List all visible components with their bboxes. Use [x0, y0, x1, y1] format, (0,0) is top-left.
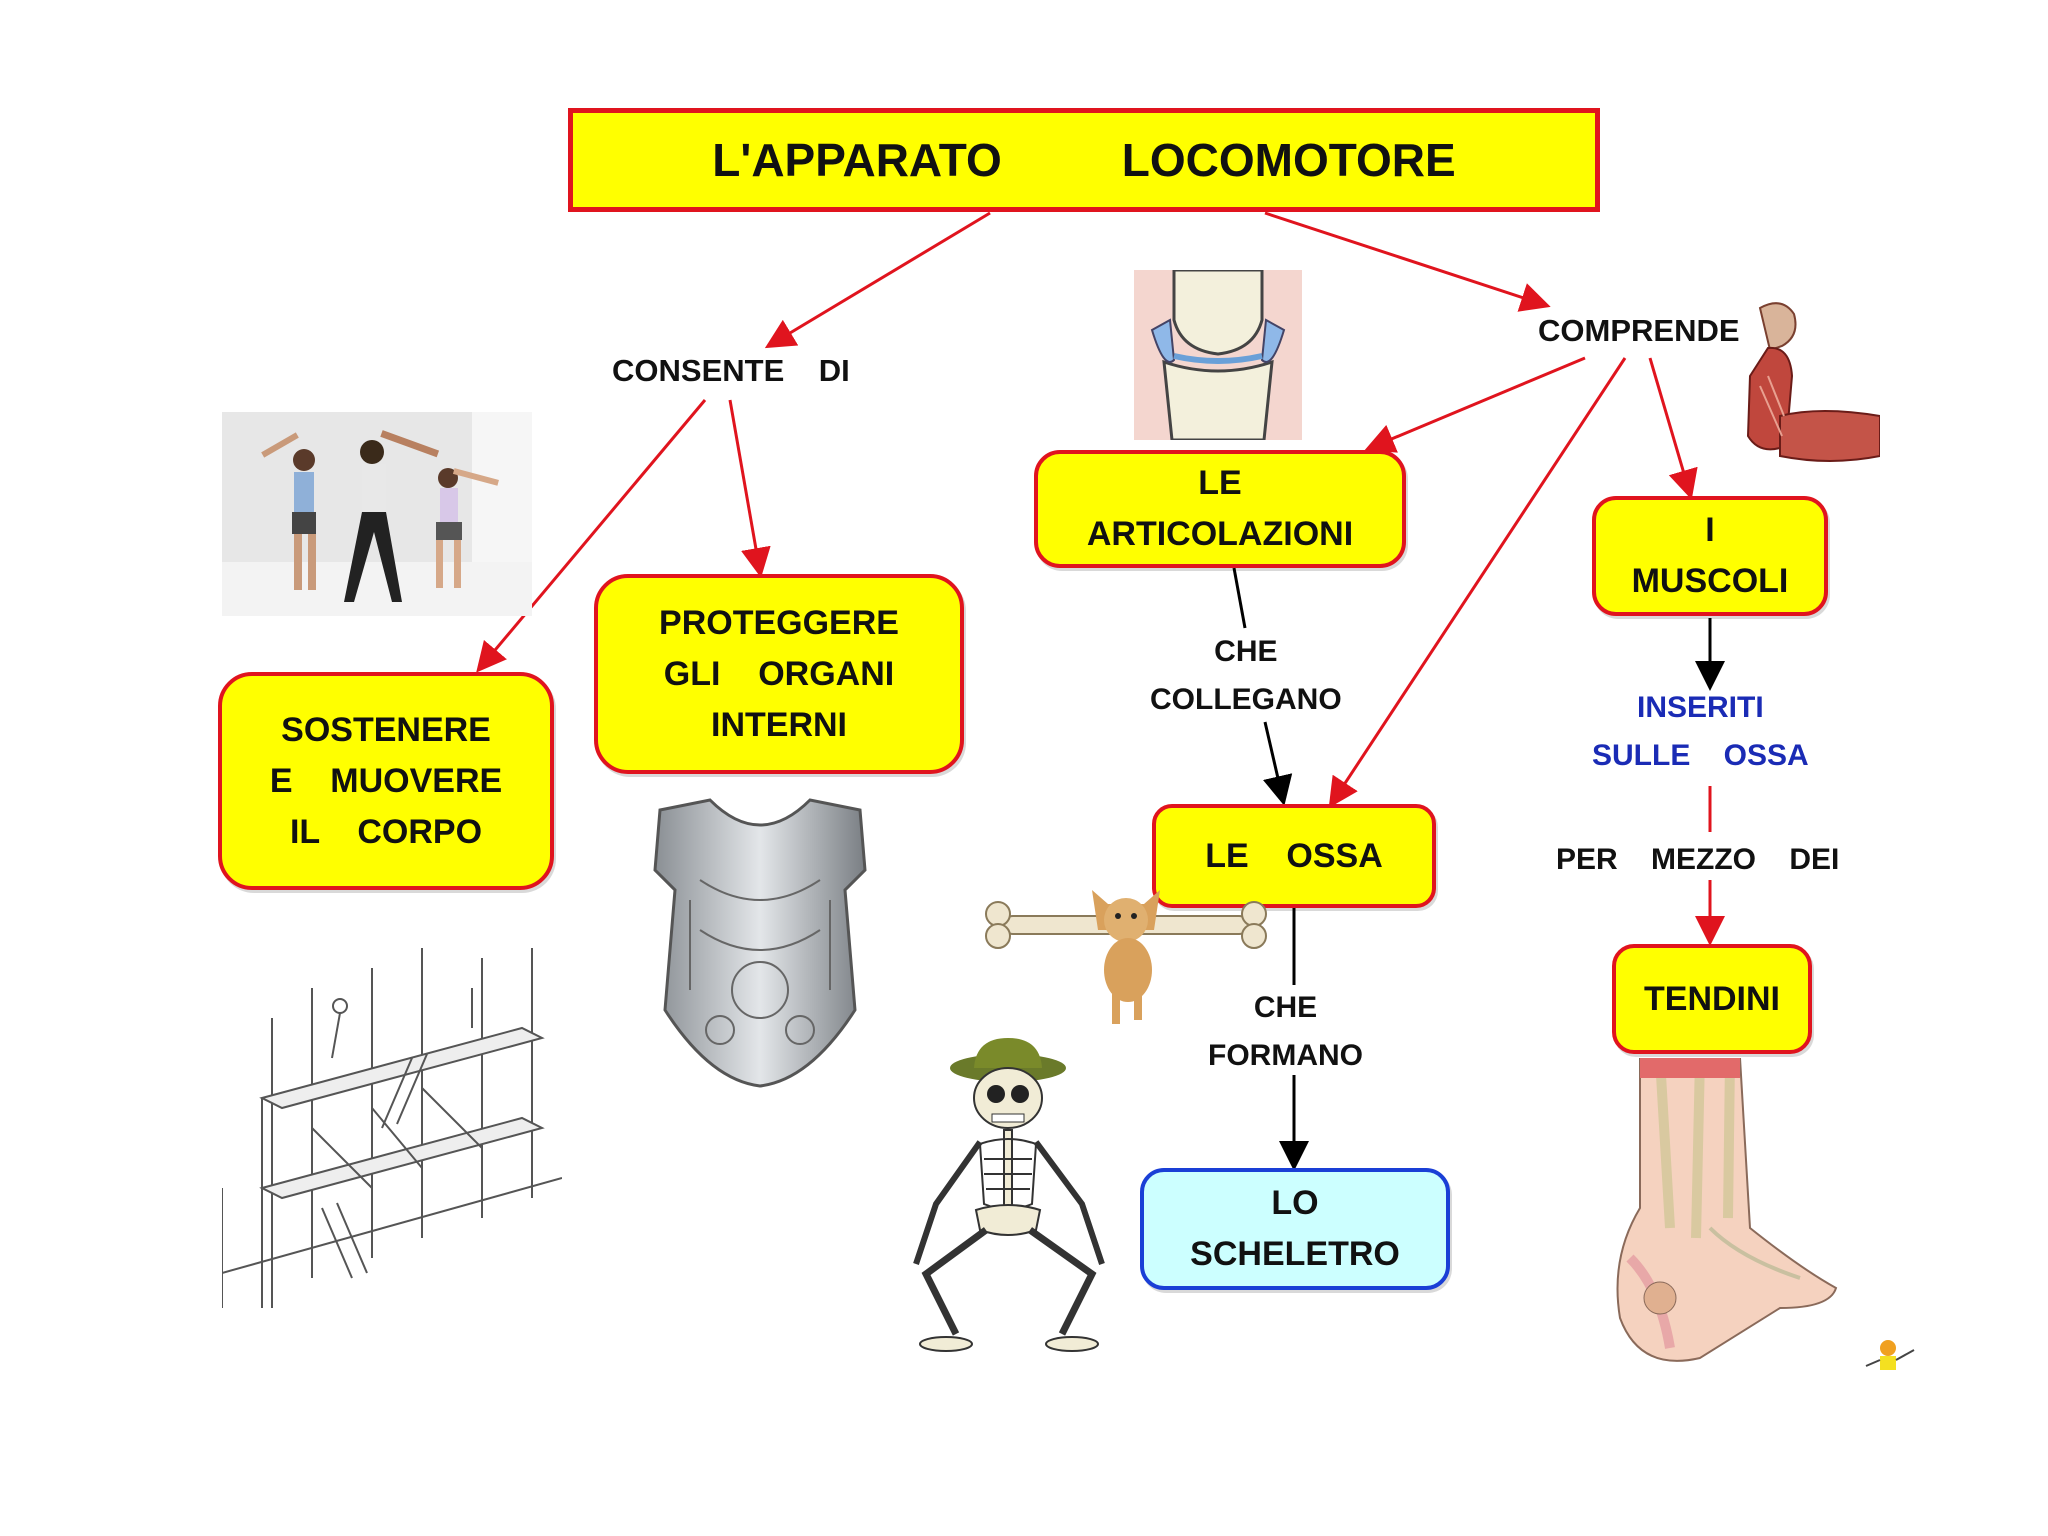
- title-word-1: L'APPARATO: [712, 134, 1002, 186]
- scaffolding-sketch: [222, 948, 562, 1308]
- arrow-consente-to-sostenere: [476, 399, 707, 673]
- label-che-collegano: CHE COLLEGANO: [1150, 635, 1342, 716]
- node-line: LE: [1198, 464, 1242, 502]
- node-line: TENDINI: [1644, 979, 1780, 1018]
- skeleton-cartoon: [913, 1038, 1105, 1352]
- small-mascot: [1865, 1340, 1915, 1370]
- arrow-comprende-to-ossa: [1328, 357, 1627, 809]
- node-line: LE OSSA: [1205, 836, 1383, 875]
- title-box: L'APPARATO LOCOMOTORE: [568, 108, 1600, 212]
- node-line: E MUOVERE: [269, 761, 503, 800]
- label-per-mezzo-dei: PER MEZZO DEI: [1556, 843, 1840, 876]
- arrow-comprende-to-muscoli: [1648, 357, 1698, 500]
- node-line: ARTICOLAZIONI: [1086, 515, 1354, 553]
- label-che-formano: CHE FORMANO: [1208, 991, 1363, 1072]
- label-comprende: COMPRENDE: [1538, 313, 1740, 348]
- node-muscoli: I MUSCOLI: [1592, 496, 1828, 616]
- title-word-2: LOCOMOTORE: [1121, 134, 1456, 186]
- label-inseriti-sulle-ossa: INSERITI SULLE OSSA: [1592, 691, 1809, 772]
- node-scheletro: LO SCHELETRO: [1140, 1168, 1450, 1290]
- node-line: LO: [1271, 1184, 1319, 1222]
- node-line: SOSTENERE: [281, 710, 491, 749]
- arm-muscle-illustration: [1746, 302, 1880, 462]
- arrow-consente-to-proteggere: [728, 399, 771, 578]
- line-articolazioni-to-che: [1232, 567, 1247, 629]
- arrow-comprende-to-articolazioni: [1364, 356, 1586, 453]
- exercise-photo: [222, 412, 532, 616]
- node-line: MUSCOLI: [1631, 562, 1789, 600]
- node-ossa: LE OSSA: [1152, 804, 1436, 908]
- node-proteggere-organi: PROTEGGERE GLI ORGANI INTERNI: [594, 574, 964, 774]
- node-line: PROTEGGERE: [659, 603, 899, 642]
- node-tendini: TENDINI: [1612, 944, 1812, 1054]
- knee-joint-illustration: [1134, 270, 1302, 440]
- node-line: IL CORPO: [289, 812, 483, 851]
- dog-with-bone: [985, 890, 1267, 1024]
- foot-tendon-illustration: [1616, 1058, 1838, 1362]
- node-line: SCHELETRO: [1190, 1235, 1400, 1273]
- arrow-collegano-to-ossa: [1262, 721, 1293, 806]
- arrow-title-to-consente: [764, 211, 991, 349]
- node-line: GLI ORGANI: [663, 654, 895, 693]
- node-line: I: [1705, 511, 1715, 549]
- node-sostenere-muovere: SOSTENERE E MUOVERE IL CORPO: [218, 672, 554, 890]
- node-articolazioni: LE ARTICOLAZIONI: [1034, 450, 1406, 568]
- armor-breastplate: [653, 798, 867, 1088]
- label-consente-di: CONSENTE DI: [612, 353, 850, 388]
- node-line: INTERNI: [711, 705, 847, 744]
- arrow-title-to-comprende: [1264, 211, 1551, 312]
